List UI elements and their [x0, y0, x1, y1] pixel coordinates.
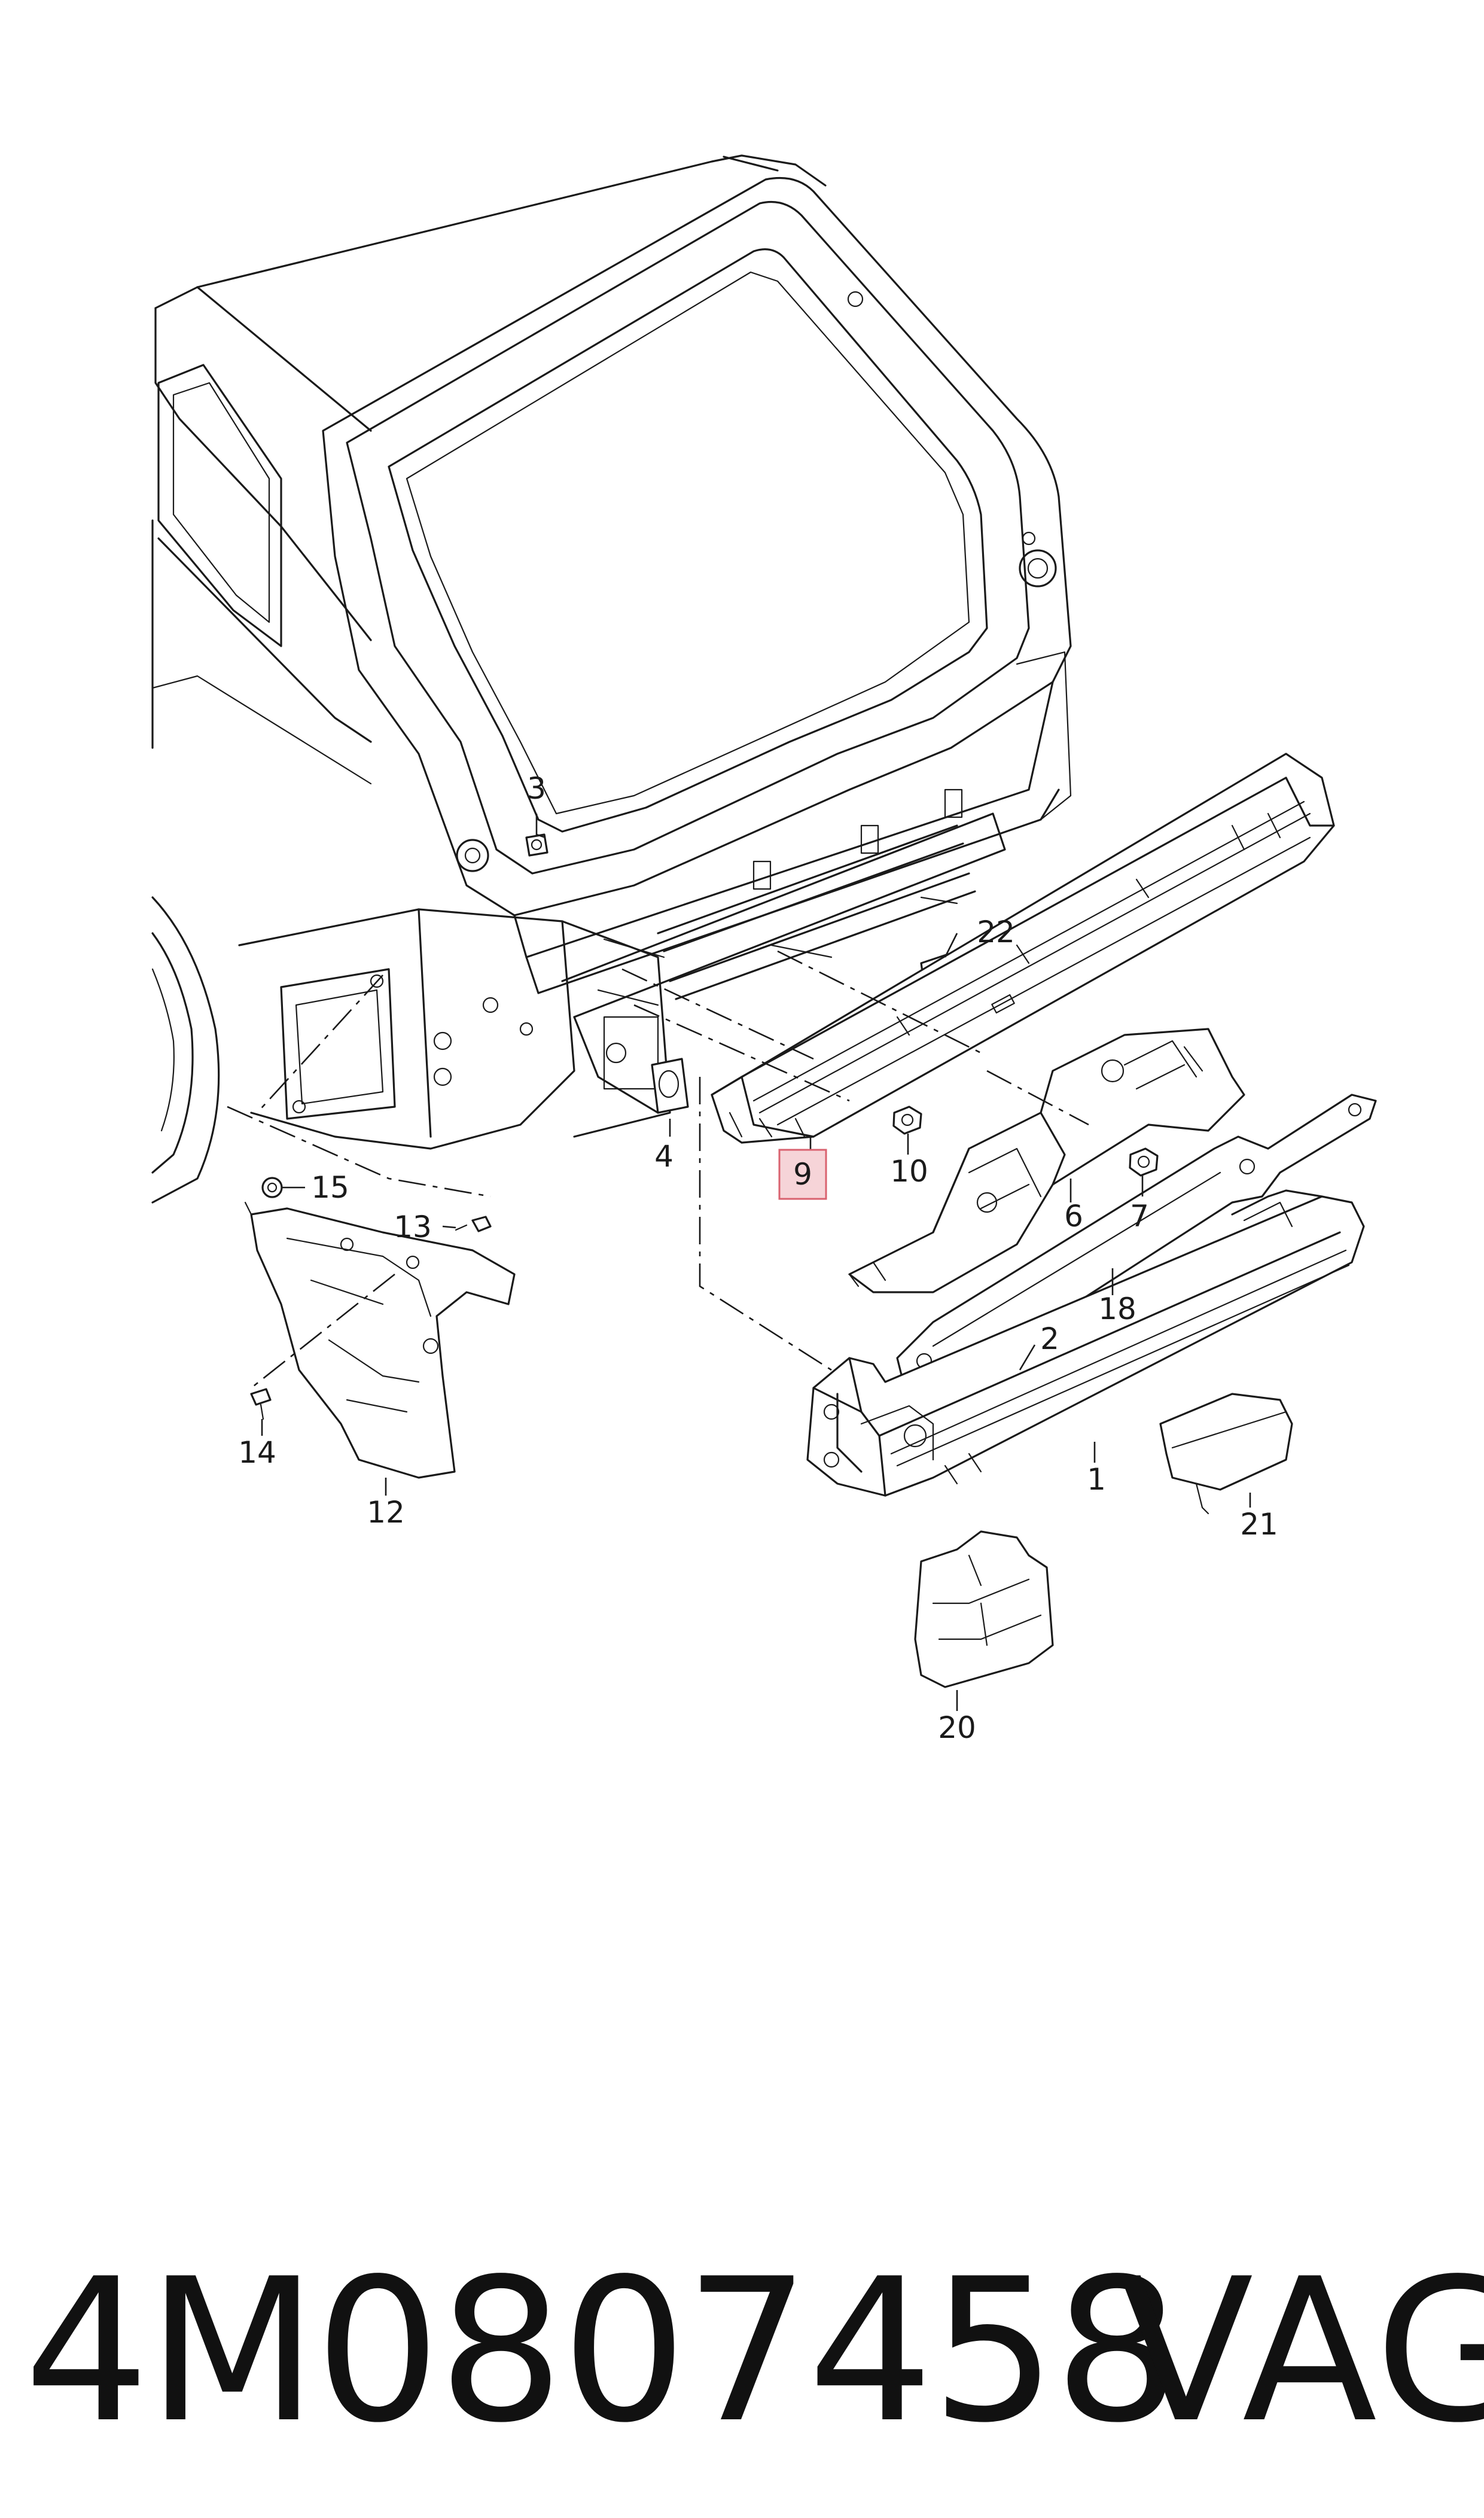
callout-3: 3 — [527, 771, 546, 806]
callout-20: 20 — [938, 1710, 976, 1745]
brand-label: VAG — [1119, 2236, 1484, 2466]
highlight-box — [778, 1149, 827, 1200]
side-bracket-12 — [244, 1201, 516, 1479]
nut-7 — [1129, 1147, 1159, 1177]
screw-13 — [455, 1216, 492, 1232]
callout-13: 13 — [394, 1210, 432, 1244]
callout-4: 4 — [654, 1139, 674, 1174]
callout-6: 6 — [1064, 1199, 1083, 1234]
callout-12: 12 — [367, 1495, 405, 1530]
callout-18: 18 — [1098, 1292, 1136, 1326]
block-21 — [1159, 1393, 1293, 1515]
bracket-6 — [848, 1028, 1245, 1293]
callout-14: 14 — [238, 1435, 276, 1470]
callout-labels: 9 3 22 4 10 6 7 18 2 1 21 20 12 15 13 14 — [238, 771, 1278, 1745]
callout-10: 10 — [890, 1154, 928, 1189]
absorber-20 — [914, 1530, 1054, 1688]
callout-21: 21 — [1240, 1507, 1278, 1542]
callout-22: 22 — [977, 915, 1015, 949]
impact-absorber-9 — [711, 753, 1335, 1144]
assembly-lines — [227, 950, 1089, 1389]
part-number: 4M0807458 — [24, 2236, 1180, 2466]
leader-lines — [261, 814, 1251, 1711]
bumper-beam-1 — [806, 1189, 1365, 1497]
clip-3 — [525, 833, 548, 857]
bolt-14 — [250, 1388, 272, 1420]
callout-1: 1 — [1087, 1462, 1106, 1497]
grommet-4 — [651, 1058, 689, 1114]
part-footer: 4M0807458 VAG — [0, 2225, 1484, 2477]
vehicle-rear-body — [151, 154, 1072, 1204]
callout-7: 7 — [1130, 1199, 1149, 1234]
callout-9: 9 — [793, 1157, 812, 1192]
callout-2: 2 — [1040, 1322, 1059, 1356]
nut-10 — [892, 1106, 922, 1135]
nut-15 — [261, 1177, 283, 1198]
callout-15: 15 — [311, 1170, 349, 1205]
